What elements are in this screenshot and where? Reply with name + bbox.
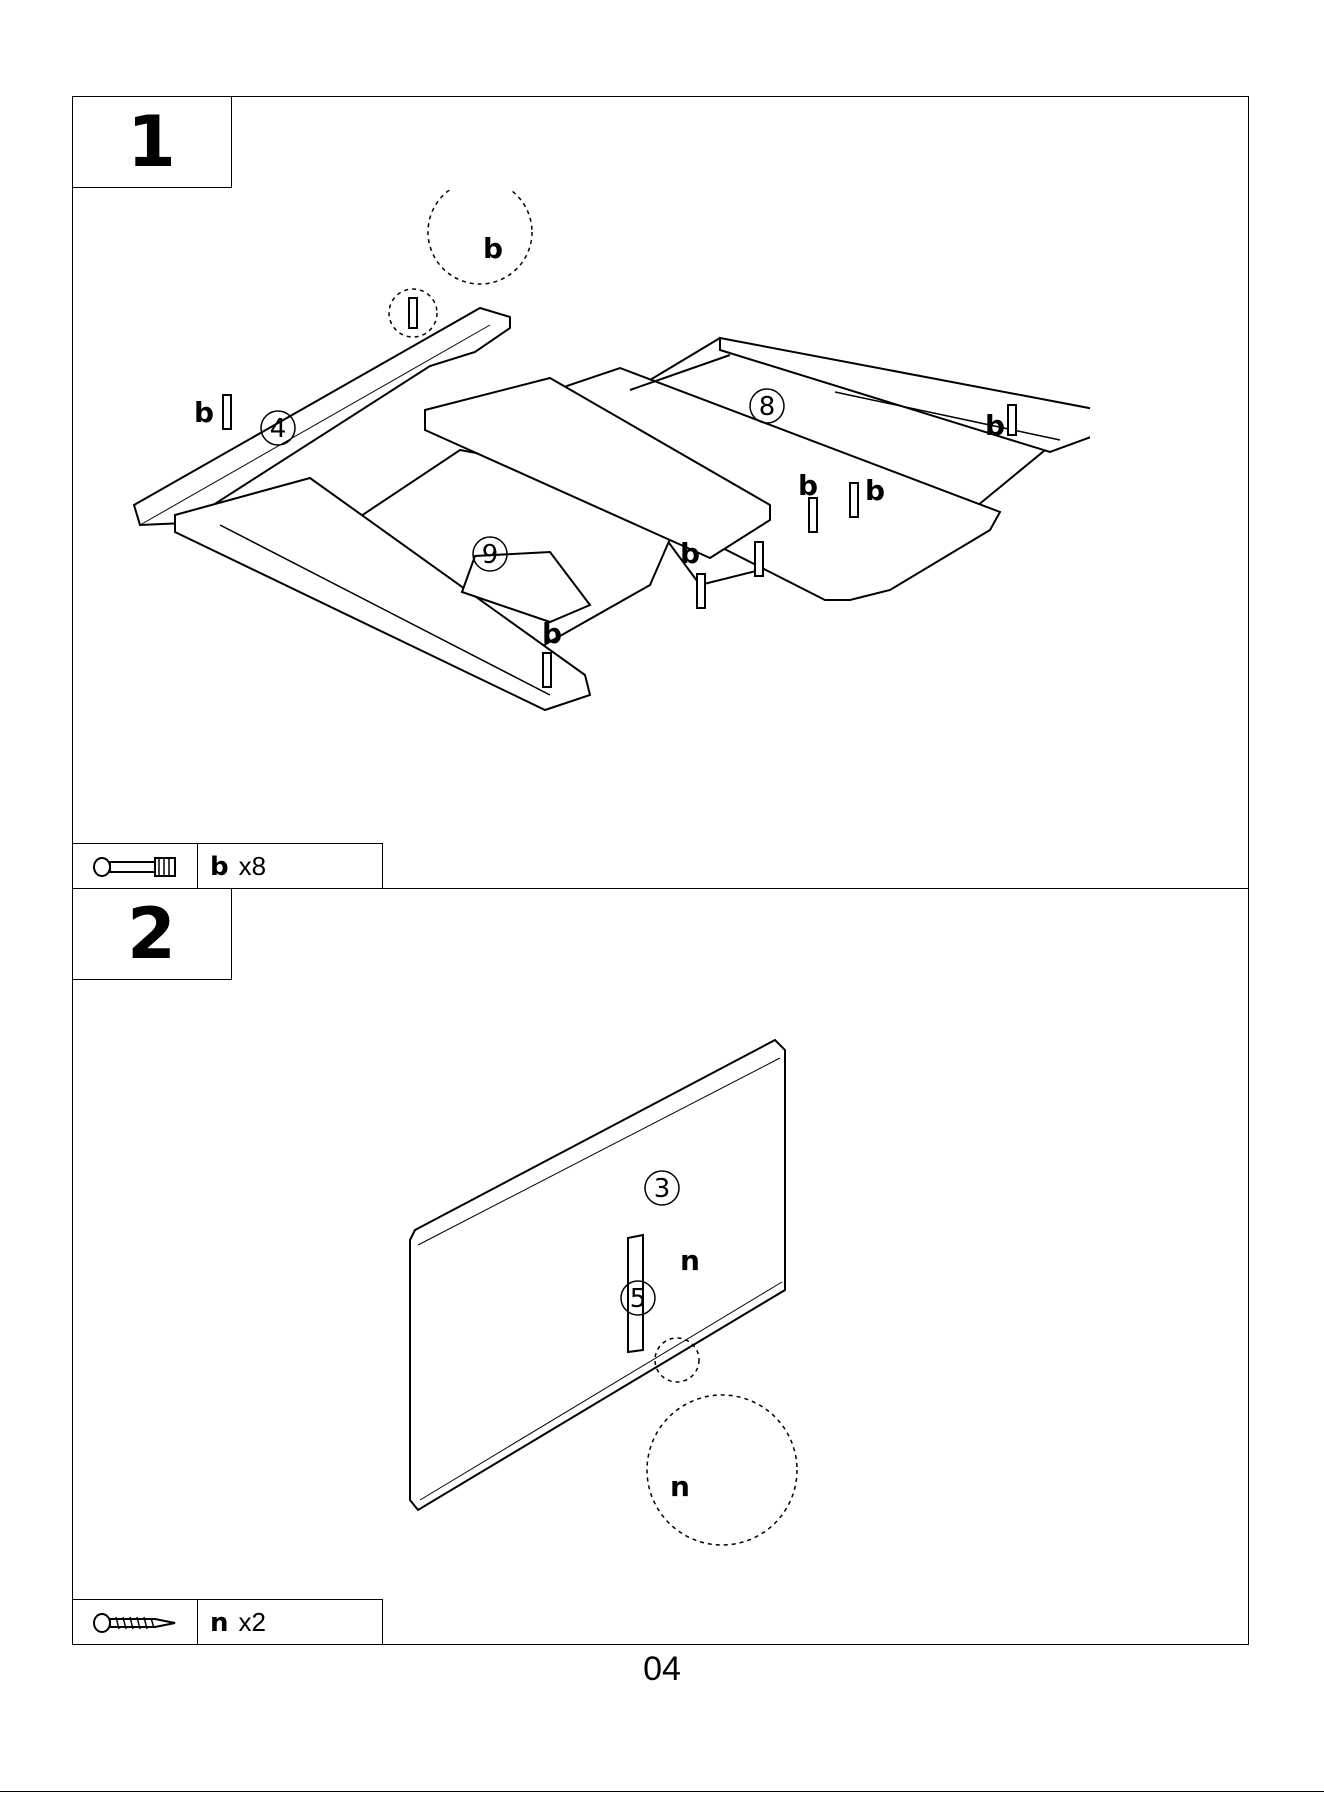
hardware-letter: b	[210, 852, 229, 882]
svg-text:3: 3	[654, 1174, 671, 1204]
hardware-quantity: x2	[239, 1607, 266, 1638]
step-2-hardware-legend: n x2	[72, 1599, 383, 1645]
step-1-hardware-legend: b x8	[72, 843, 383, 889]
step-1-number: 1	[72, 96, 232, 188]
svg-text:8: 8	[759, 392, 776, 422]
svg-text:n: n	[670, 1470, 690, 1503]
svg-text:b: b	[865, 474, 885, 507]
bottom-rule	[0, 1791, 1324, 1792]
svg-text:9: 9	[482, 540, 499, 570]
page-number: 04	[0, 1650, 1324, 1689]
svg-text:b: b	[985, 409, 1005, 442]
svg-text:b: b	[798, 469, 818, 502]
step-2-illustration: n n 3 5	[400, 1030, 820, 1550]
screw-icon	[72, 1600, 198, 1645]
svg-text:5: 5	[630, 1284, 647, 1314]
svg-text:n: n	[680, 1244, 700, 1277]
panel-3	[410, 1040, 785, 1510]
step-1-illustration: b b b b b b b 4 8 9	[130, 190, 1090, 800]
svg-text:b: b	[194, 396, 214, 429]
hardware-quantity: x8	[239, 851, 266, 882]
svg-text:b: b	[680, 537, 700, 570]
svg-text:4: 4	[270, 414, 287, 444]
cam-bolt-icon	[72, 844, 198, 889]
step-2-number: 2	[72, 888, 232, 980]
hardware-letter: n	[210, 1608, 229, 1638]
svg-text:b: b	[542, 617, 562, 650]
svg-text:b: b	[483, 232, 503, 265]
